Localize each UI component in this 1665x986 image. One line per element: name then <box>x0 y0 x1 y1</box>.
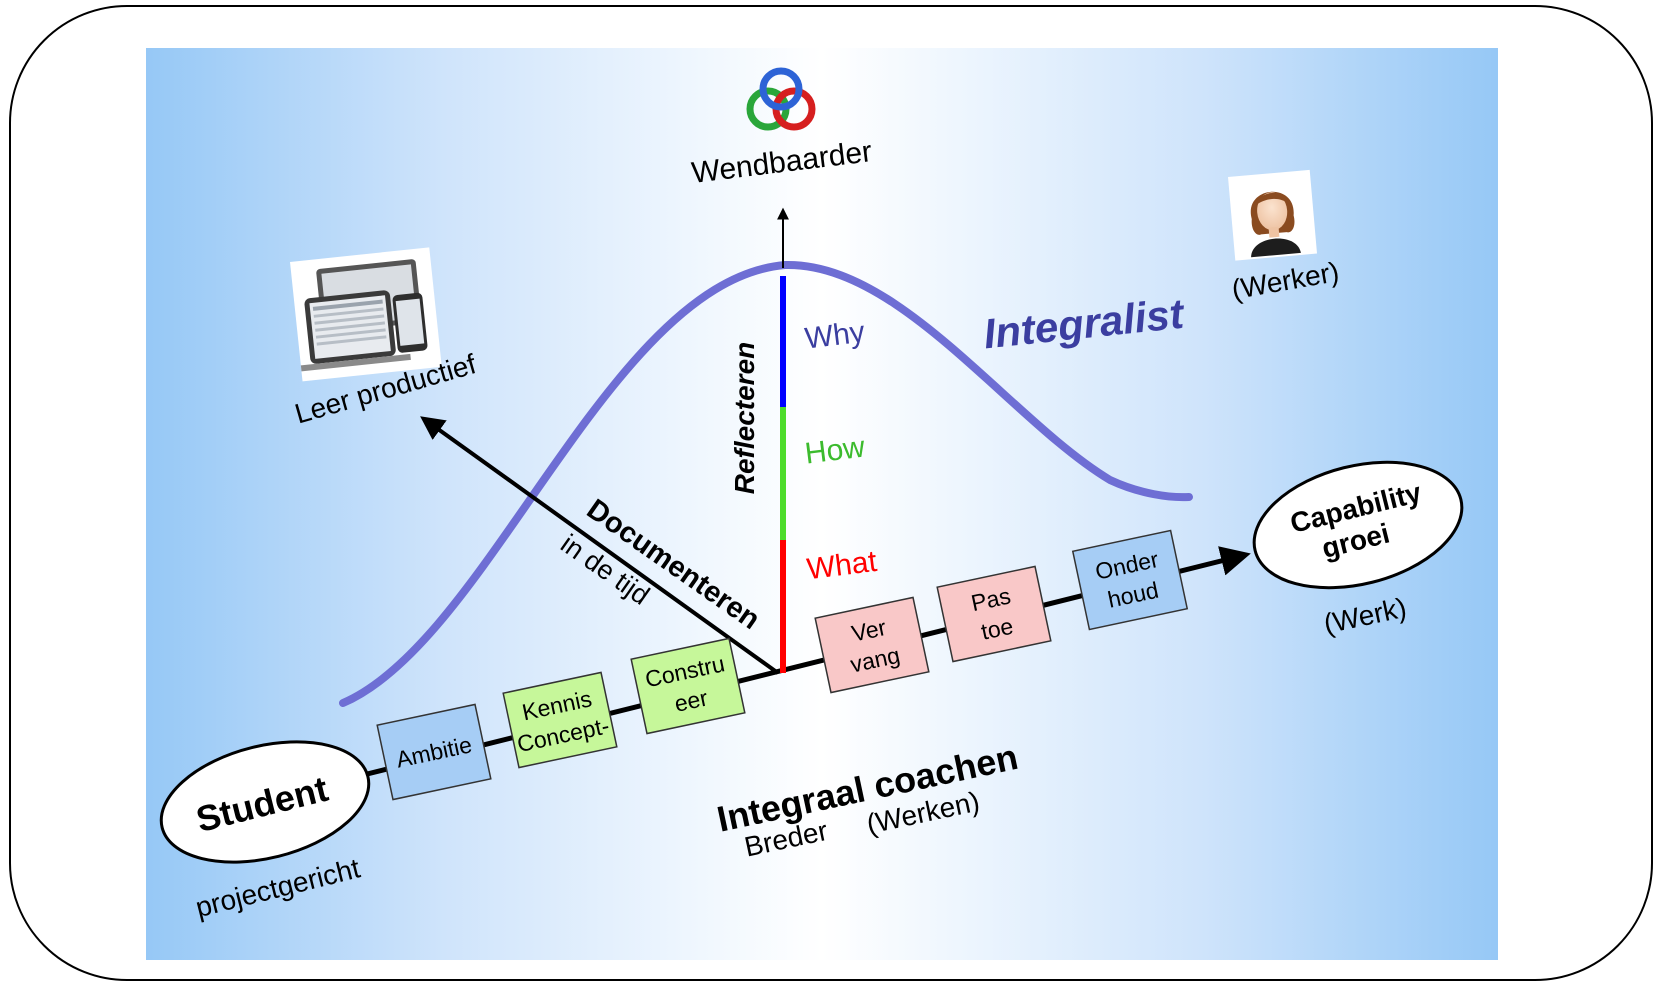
wendbaarder-label: Wendbaarder <box>690 135 874 190</box>
step-box-shape <box>1071 529 1189 631</box>
documenteren-arrow <box>420 416 780 675</box>
integralist-label: Integralist <box>981 290 1188 358</box>
step-box-shape <box>814 596 930 694</box>
capability-curve <box>339 260 1193 707</box>
step-box-shape <box>502 671 618 769</box>
what-label: What <box>805 545 879 586</box>
reflecteren-label: Reflecteren <box>729 342 760 495</box>
step-box-shape <box>936 565 1052 663</box>
step-box-shape <box>376 703 492 801</box>
woman-avatar-icon <box>1228 169 1318 261</box>
capability-groei-node: Capability groei <box>1252 460 1464 590</box>
how-label: How <box>803 430 867 470</box>
why-label: Why <box>803 316 867 356</box>
werk-label: (Werk) <box>1321 592 1409 640</box>
rings-logo-icon <box>746 67 816 131</box>
step-box-shape <box>630 637 746 735</box>
projectgericht-label: projectgericht <box>192 852 363 923</box>
werker-label: (Werker) <box>1229 256 1341 305</box>
step-box-ambitie: Ambitie <box>376 703 492 801</box>
student-node: Student <box>159 740 371 864</box>
devices-icon <box>290 247 442 382</box>
